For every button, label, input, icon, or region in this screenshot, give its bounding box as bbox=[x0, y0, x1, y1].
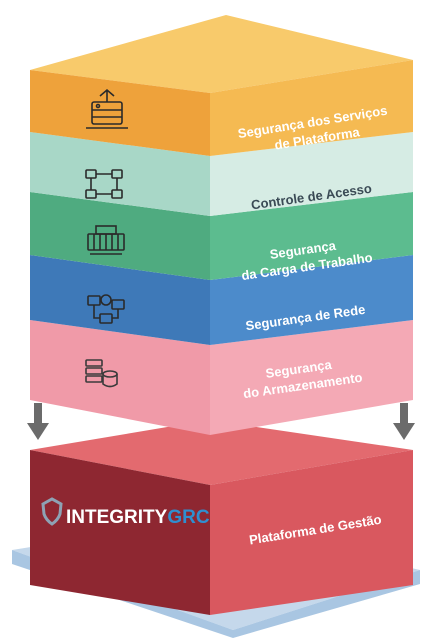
layer-platform-services: Segurança dos Serviços de Plataforma bbox=[30, 15, 413, 156]
management-front-left bbox=[30, 450, 210, 615]
layer-storage-left bbox=[30, 320, 210, 435]
layer-platform-left bbox=[30, 70, 210, 156]
shield-logo-icon bbox=[41, 497, 63, 526]
management-block: INTEGRITYGRC Plataforma de Gestão bbox=[30, 420, 413, 615]
management-front-right bbox=[210, 450, 413, 615]
brand-main: INTEGRITY bbox=[66, 507, 168, 528]
layer-platform-top bbox=[30, 15, 413, 93]
network-icon bbox=[87, 294, 125, 324]
layer-network: Segurança de Rede bbox=[30, 255, 413, 345]
layer-storage-right bbox=[210, 320, 413, 435]
flowchart-icon bbox=[85, 169, 123, 199]
layer-access-right bbox=[210, 132, 413, 216]
layer-workload-left bbox=[30, 192, 210, 280]
cargo-icon bbox=[87, 225, 125, 255]
brand-accent: GRC bbox=[167, 507, 210, 528]
layer-network-right bbox=[210, 255, 413, 345]
server-icon bbox=[86, 88, 128, 129]
integrity-logo: INTEGRITYGRC bbox=[41, 497, 210, 528]
management-top bbox=[30, 420, 413, 485]
layer-workload: Segurança da Carga de Trabalho bbox=[30, 192, 413, 283]
layer-workload-right bbox=[210, 192, 413, 280]
database-icon bbox=[85, 359, 118, 388]
arrow-right bbox=[393, 403, 415, 440]
layer-access-left bbox=[30, 132, 210, 216]
layer-platform-right bbox=[210, 60, 413, 156]
layer-storage: Segurança do Armazenamento bbox=[30, 320, 413, 435]
layer-access-control: Controle de Acesso bbox=[30, 132, 413, 216]
arrow-left bbox=[27, 403, 49, 440]
svg-text:INTEGRITYGRC: INTEGRITYGRC bbox=[66, 507, 210, 528]
